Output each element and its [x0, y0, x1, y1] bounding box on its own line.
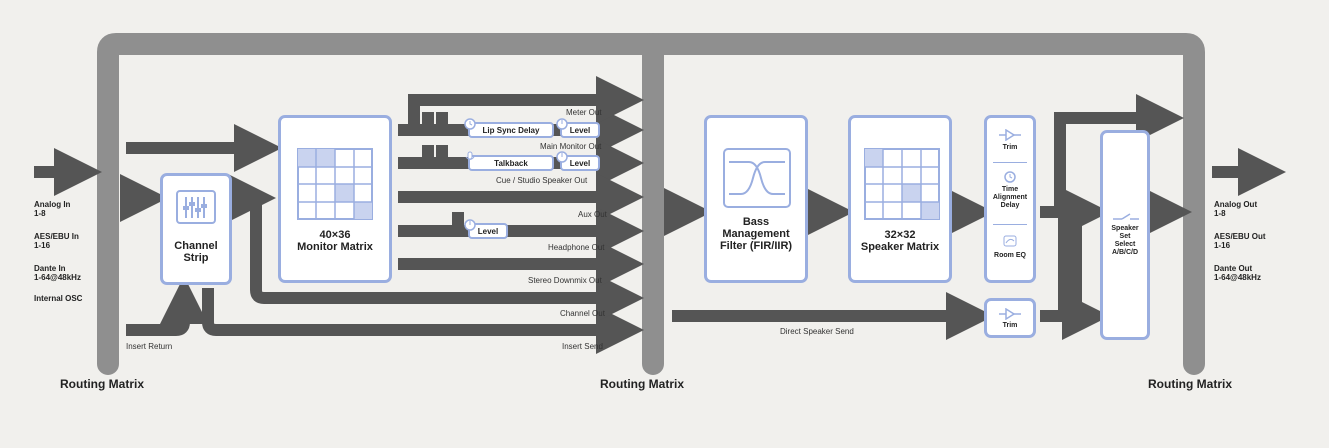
eq-icon: [1003, 234, 1017, 252]
bass-management-label: Bass Management Filter (FIR/IIR): [719, 216, 793, 252]
level-label-3: Level: [477, 226, 499, 236]
trim-label-2: Trim: [1002, 322, 1018, 329]
matrix-grid-icon: [864, 148, 940, 225]
trim-block-2: Trim: [984, 298, 1036, 338]
trim-delay-eq-block: Trim Time Alignment Delay Room EQ: [984, 115, 1036, 283]
insert-return-label: Insert Return: [126, 342, 173, 351]
level-box-1: Level: [556, 118, 600, 138]
talkback-box: Talkback: [465, 151, 554, 171]
stereo-downmix-label: Stereo Downmix Out: [528, 276, 602, 285]
routing-matrix-label-right: Routing Matrix: [1148, 377, 1232, 391]
speaker-set-select-block: Speaker Set Select A/B/C/D: [1100, 130, 1150, 340]
direct-speaker-send-label: Direct Speaker Send: [780, 327, 854, 336]
input-aes: AES/EBU In 1-16: [34, 232, 79, 250]
talkback-label: Talkback: [494, 158, 528, 168]
channel-strip-block: Channel Strip: [160, 173, 232, 285]
knob-icon: [464, 219, 476, 233]
microphone-icon: [464, 151, 476, 165]
speaker-matrix-label: 32×32 Speaker Matrix: [860, 229, 940, 253]
room-eq-label: Room EQ: [994, 252, 1026, 259]
meter-out-label: Meter Out: [566, 108, 602, 117]
matrix-grid-icon: [297, 148, 373, 225]
input-dante: Dante In 1-64@48kHz: [34, 264, 81, 282]
routing-matrix-label-center: Routing Matrix: [600, 377, 684, 391]
level-box-3: Level: [464, 219, 508, 239]
level-label-1: Level: [569, 125, 591, 135]
speaker-matrix-block: 32×32 Speaker Matrix: [848, 115, 952, 283]
routing-matrix-label-left: Routing Matrix: [60, 377, 144, 391]
output-analog: Analog Out 1-8: [1214, 200, 1258, 218]
output-dante: Dante Out 1-64@48kHz: [1214, 264, 1261, 282]
switch-icon: [1113, 209, 1139, 227]
knob-icon: [556, 151, 568, 165]
main-monitor-out-label: Main Monitor Out: [540, 142, 602, 151]
time-alignment-label: Time Alignment Delay: [992, 186, 1028, 209]
monitor-matrix-block: 40×36 Monitor Matrix: [278, 115, 392, 283]
channel-strip-label: Channel Strip: [174, 240, 218, 264]
aux-out-label: Aux Out: [578, 210, 607, 219]
level-label-2: Level: [569, 158, 591, 168]
lip-sync-delay-label: Lip Sync Delay: [482, 125, 540, 135]
speaker-set-select-label: Speaker Set Select A/B/C/D: [1111, 225, 1139, 256]
routing-matrix-frame: [97, 33, 1205, 375]
channel-out-label: Channel Out: [560, 309, 605, 318]
bass-management-block: Bass Management Filter (FIR/IIR): [704, 115, 808, 283]
headphone-out-label: Headphone Out: [548, 243, 605, 252]
trim-icon: [999, 307, 1021, 325]
input-osc: Internal OSC: [34, 294, 83, 303]
knob-icon: [556, 118, 568, 132]
crossover-filter-icon: [723, 148, 791, 213]
divider: [993, 224, 1027, 225]
input-analog: Analog In 1-8: [34, 200, 71, 218]
insert-send-label: Insert Send: [562, 342, 603, 351]
fader-icon: [176, 190, 216, 224]
divider: [993, 162, 1027, 163]
output-aes: AES/EBU Out 1-16: [1214, 232, 1266, 250]
trim-label: Trim: [1002, 144, 1018, 151]
lip-sync-delay-box: Lip Sync Delay: [464, 118, 554, 138]
clock-icon: [1004, 170, 1016, 188]
clock-icon: [464, 118, 476, 132]
cue-out-label: Cue / Studio Speaker Out: [496, 176, 588, 185]
level-box-2: Level: [556, 151, 600, 171]
monitor-matrix-label: 40×36 Monitor Matrix: [297, 229, 373, 253]
trim-icon: [999, 128, 1021, 146]
